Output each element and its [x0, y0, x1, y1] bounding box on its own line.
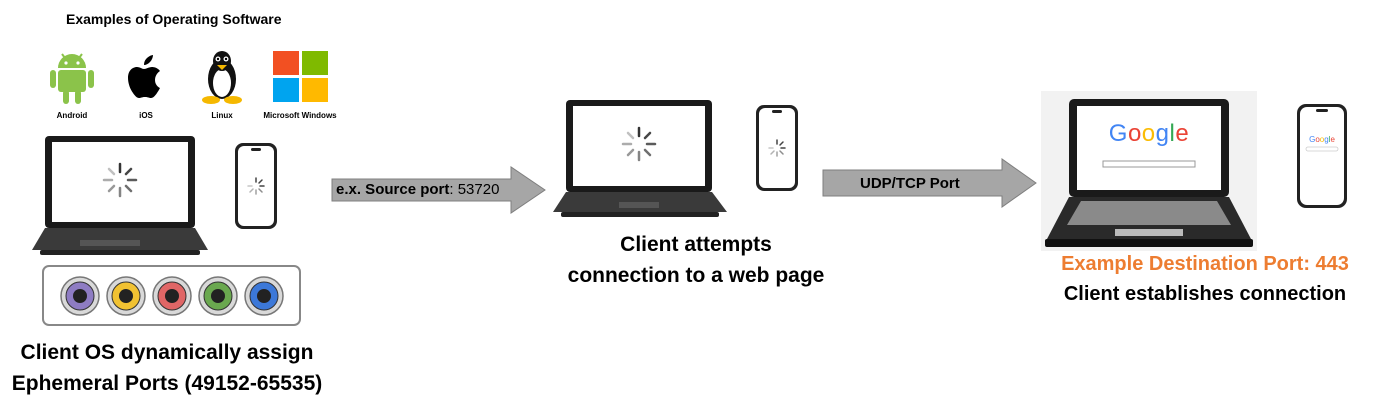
ephemeral-ports-panel: [42, 265, 302, 327]
source-port-prefix: e.x. Source port: [336, 181, 450, 198]
connected-laptop: [1041, 91, 1257, 251]
stage2-caption-line1: Client attempts: [620, 233, 772, 256]
google-logo-text: Google: [1108, 120, 1190, 147]
windows-icon: [273, 51, 329, 103]
android-icon: [48, 48, 96, 106]
stage1-caption-line2: Ephemeral Ports (49152-65535): [11, 372, 323, 395]
os-label-android: Android: [56, 111, 88, 120]
stage2-caption-line2: connection to a web page: [567, 264, 825, 287]
stage2-caption: Client attempts connection to a web page: [536, 229, 856, 291]
arrow-udp-tcp-port: [822, 158, 1038, 208]
stage3-caption: Example Destination Port: 443 Client est…: [1030, 249, 1380, 309]
arrow-source-port-label: e.x. Source port: 53720: [336, 181, 499, 198]
arrow-udp-tcp-port-label: UDP/TCP Port: [860, 175, 960, 192]
phone-google-logo-text: Google: [1309, 135, 1335, 144]
google-logo: Google: [1077, 120, 1221, 148]
os-label-ios: iOS: [139, 111, 153, 120]
loading-spinner-icon: [102, 162, 138, 198]
ephemeral-port-hole: [211, 289, 225, 303]
apple-icon: [122, 50, 170, 106]
ephemeral-port-hole: [119, 289, 133, 303]
os-label-windows: Microsoft Windows: [263, 111, 337, 120]
ephemeral-port-hole: [257, 289, 271, 303]
client-phone-loading: [234, 142, 278, 230]
stage1-caption: Client OS dynamically assign Ephemeral P…: [10, 337, 324, 399]
stage3-caption-line2: Client establishes connection: [1063, 283, 1347, 305]
os-label-linux: Linux: [211, 111, 233, 120]
client-laptop-loading: [30, 134, 210, 256]
attempting-phone: [755, 104, 799, 192]
attempting-laptop: [551, 98, 729, 218]
ephemeral-port-hole: [73, 289, 87, 303]
stage1-caption-line1: Client OS dynamically assign: [20, 341, 314, 364]
destination-port-caption: Example Destination Port: 443: [1061, 253, 1349, 275]
ephemeral-port-hole: [165, 289, 179, 303]
os-examples-title: Examples of Operating Software: [66, 11, 282, 27]
connected-phone: [1296, 103, 1348, 209]
linux-tux-icon: [198, 47, 246, 105]
phone-google-logo: Google: [1300, 135, 1344, 144]
source-port-value: : 53720: [449, 181, 500, 198]
arrow-source-port: [331, 166, 547, 214]
